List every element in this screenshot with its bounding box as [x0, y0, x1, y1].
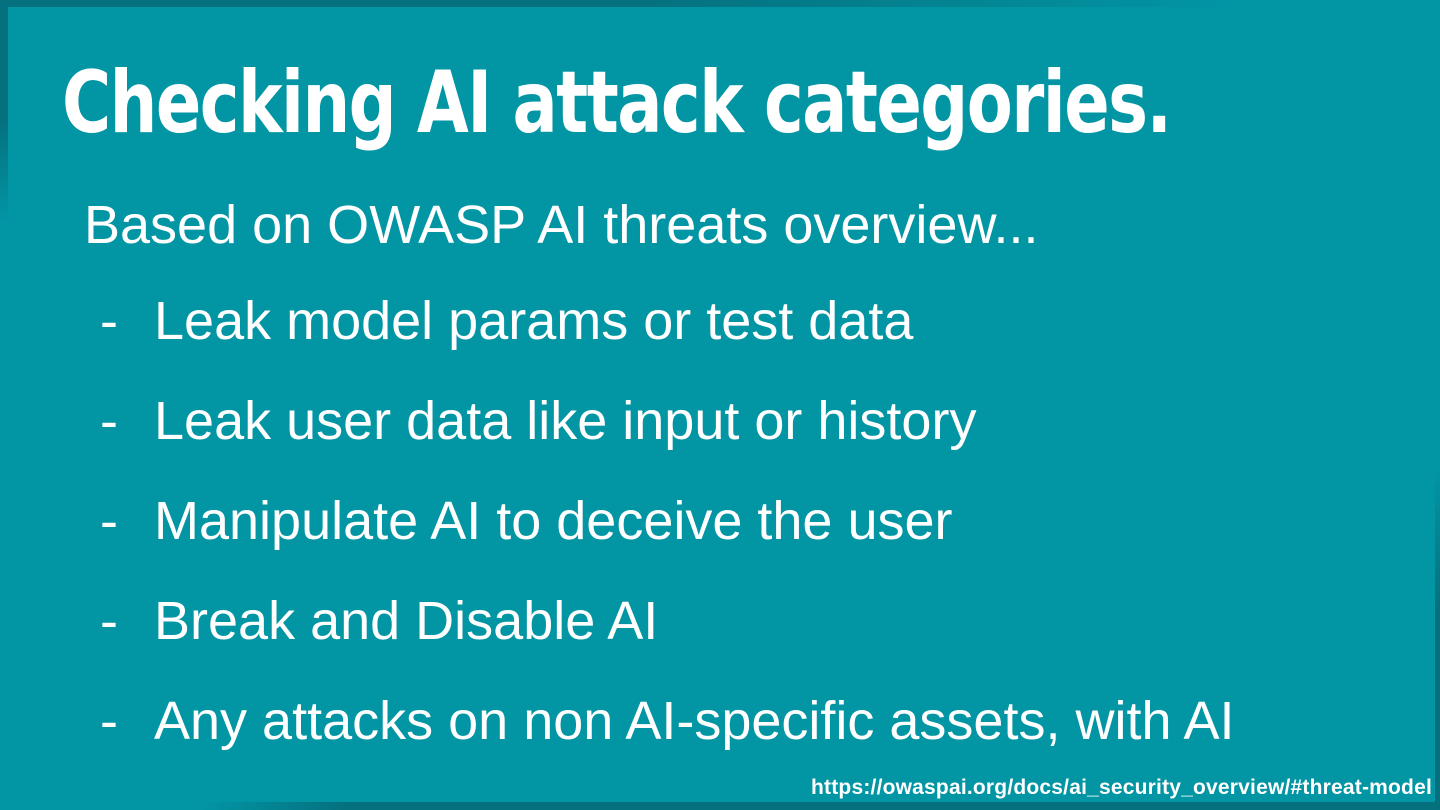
bullet-marker: - — [100, 491, 118, 551]
bullet-text: Leak model params or test data — [154, 291, 914, 351]
bullet-list: - Leak model params or test data - Leak … — [100, 290, 1235, 790]
list-item: - Leak model params or test data — [100, 290, 1235, 351]
bullet-text: Any attacks on non AI-specific assets, w… — [154, 691, 1235, 751]
list-item: - Manipulate AI to deceive the user — [100, 490, 1235, 551]
bullet-text: Break and Disable AI — [154, 591, 659, 651]
source-url-link[interactable]: https://owaspai.org/docs/ai_security_ove… — [811, 776, 1432, 799]
list-item: - Any attacks on non AI-specific assets,… — [100, 690, 1235, 751]
bullet-marker: - — [100, 391, 118, 451]
bullet-marker: - — [100, 291, 118, 351]
bullet-text: Manipulate AI to deceive the user — [154, 491, 953, 551]
list-item: - Leak user data like input or history — [100, 390, 1235, 451]
slide-border-top — [0, 0, 1440, 7]
subtitle: Based on OWASP AI threats overview... — [84, 195, 1039, 255]
bullet-marker: - — [100, 591, 118, 651]
bullet-text: Leak user data like input or history — [154, 391, 977, 451]
slide-border-right — [1435, 469, 1440, 810]
slide-border-left — [0, 0, 8, 220]
slide-border-bottom — [0, 802, 1440, 810]
list-item: - Break and Disable AI — [100, 590, 1235, 651]
page-title: Checking AI attack categories. — [62, 53, 1172, 153]
bullet-marker: - — [100, 691, 118, 751]
